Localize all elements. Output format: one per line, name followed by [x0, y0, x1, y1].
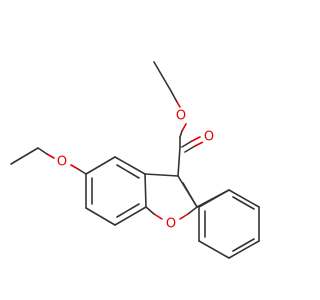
ester-carbonyl-oxygen-atom: O: [201, 129, 217, 145]
bond-carbonyl-o-half-2: [194, 141, 204, 147]
ester-carbonyl-oxygen-label: O: [204, 130, 214, 145]
bond-c2-o-oxygen-half: [179, 213, 189, 220]
molecule-diagram: O O O O: [10, 61, 260, 259]
bond-ester-c-to-o: [179, 130, 183, 138]
ethoxy-oxygen-label: O: [57, 155, 67, 170]
bond-carbonyl-c-half-2: [184, 145, 196, 153]
bond-o-c7a-oxygen-half: [153, 213, 163, 220]
furan-oxygen-label: O: [166, 217, 176, 232]
bond-carbonyl-c-half-1: [181, 140, 193, 148]
bond-ester-o-half: [176, 101, 181, 108]
bond-ph-1-2: [228, 189, 260, 208]
bond-ester-ethyl-ch2-o: [170, 90, 178, 103]
bond-benz-inner-c: [116, 203, 140, 218]
bond-c3-c2-inner: [182, 182, 198, 208]
bond-c5-o-oxygen-half: [70, 164, 79, 170]
bond-c6-c7: [85, 207, 116, 226]
bond-ester-c-to-c3: [177, 146, 181, 177]
bond-ethoxy-ch2-ch3: [10, 147, 39, 165]
bond-o-ch2-oxygen-half: [46, 153, 55, 159]
ester-ether-oxygen-atom: O: [173, 108, 189, 124]
bond-c2-o-carbon-half: [187, 206, 198, 215]
bond-o-ch2-carbon-half: [37, 147, 48, 155]
ester-ether-oxygen-label: O: [176, 109, 186, 124]
bond-ph-inner-b: [232, 238, 255, 252]
bond-carbonyl-o-half-1: [191, 136, 201, 142]
bond-ester-ethyl-ch3: [153, 61, 172, 92]
ethoxy-oxygen-atom: O: [54, 154, 70, 170]
bond-c4-c5: [85, 156, 116, 175]
bond-ph-6-1: [198, 189, 230, 208]
bond-benz-inner-a: [116, 164, 140, 179]
bond-ph-4-5: [198, 240, 230, 259]
bond-c5-o-carbon-half: [77, 168, 87, 175]
bond-ph-3-4: [228, 240, 260, 259]
bond-ph-inner-a: [232, 196, 255, 210]
bond-c7a-c3a: [144, 173, 147, 208]
bond-c3a-c4: [114, 156, 146, 175]
bond-ester-o-to-c: [181, 123, 187, 132]
bond-c3a-c3: [144, 173, 179, 177]
furan-oxygen-atom: O: [163, 216, 179, 232]
bond-o-c7a-carbon-half: [145, 206, 155, 215]
bond-c7-c7a: [114, 206, 147, 226]
